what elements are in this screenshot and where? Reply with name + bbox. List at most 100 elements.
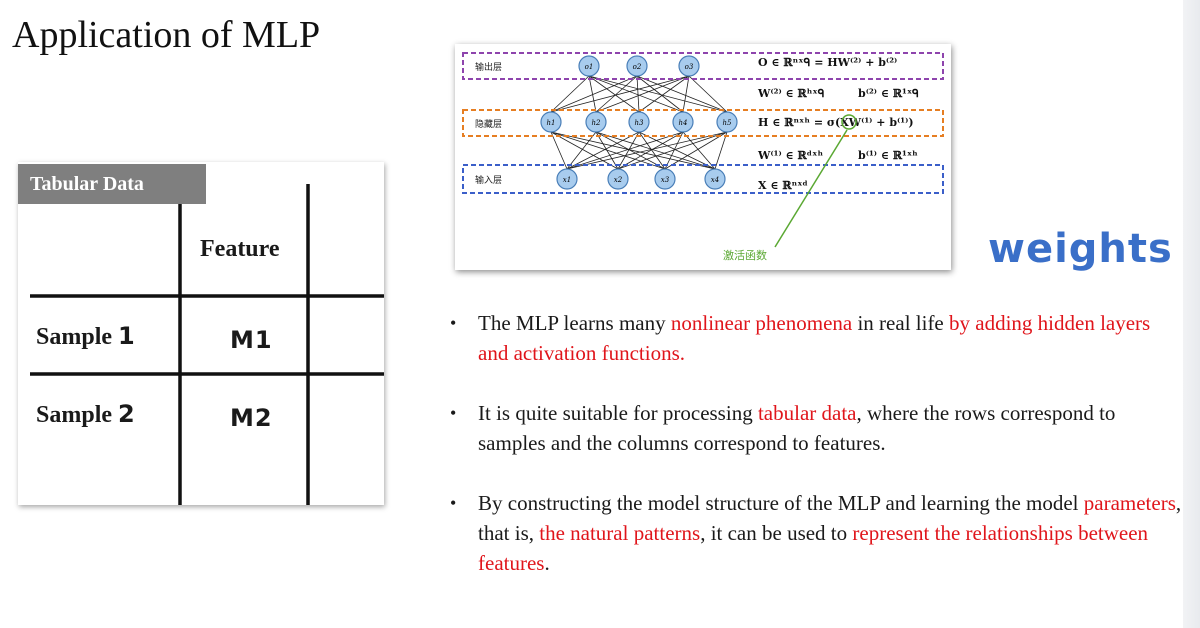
network-node-h4: h4 <box>672 111 694 133</box>
table-row-sample-2: Sample 2 <box>36 400 136 429</box>
node-label: h2 <box>592 119 602 127</box>
bullet-dot: • <box>450 403 457 423</box>
highlighted-text: parameters <box>1083 491 1176 515</box>
bullet-text-segment: It is quite suitable for processing <box>478 401 758 425</box>
network-edge <box>566 131 597 170</box>
network-edge <box>550 75 590 113</box>
table-row-sample-1: Sample 1 <box>36 322 136 351</box>
highlighted-text: the natural patterns <box>539 521 701 545</box>
formula-output: O ∈ ℝⁿˣᑫ = HW⁽²⁾ + b⁽²⁾ <box>758 56 897 69</box>
bullet-text-segment: , where the rows correspond to samples a… <box>478 401 1116 455</box>
network-edge <box>550 131 716 170</box>
bullet-text-segment: The MLP learns many <box>478 311 671 335</box>
network-edge <box>588 75 597 113</box>
cell-value-m1: M1 <box>230 326 273 354</box>
network-edge <box>636 75 684 113</box>
node-circle <box>626 55 648 77</box>
highlighted-text: tabular data <box>757 401 857 425</box>
node-circle <box>607 168 629 190</box>
network-edge <box>638 131 716 170</box>
node-circle <box>704 168 726 190</box>
node-label: h1 <box>547 119 556 127</box>
output-layer-box <box>462 52 944 80</box>
network-node-h5: h5 <box>716 111 738 133</box>
node-circle <box>672 111 694 133</box>
network-edge <box>550 75 690 113</box>
bullet-text-segment: , it can be used to <box>700 521 853 545</box>
network-edge <box>588 75 684 113</box>
network-node-h2: h2 <box>585 111 607 133</box>
cell-value-m2: M2 <box>230 404 273 432</box>
network-edge <box>595 75 690 113</box>
node-circle <box>628 111 650 133</box>
bullet-text-segment: By constructing the model structure of t… <box>478 491 1084 515</box>
highlighted-text: represent the relationships between feat… <box>478 521 1149 575</box>
highlighted-text: nonlinear phenomena <box>670 311 853 335</box>
network-node-h1: h1 <box>540 111 562 133</box>
network-edge <box>688 75 728 113</box>
tabular-data-card: Tabular Data Feature Sample 1 M1 Sample … <box>18 162 384 505</box>
network-edge <box>595 131 716 170</box>
sample-number: 2 <box>118 400 136 428</box>
table-grid-lines <box>30 184 384 505</box>
network-edge <box>566 131 728 170</box>
activation-function-label: 激活函数 <box>723 248 767 262</box>
hidden-layer-box <box>462 109 944 137</box>
slide-title: Application of MLP <box>12 14 321 56</box>
input-layer-label: 输入层 <box>475 174 502 186</box>
node-label: x3 <box>661 176 670 184</box>
network-edge <box>566 131 640 170</box>
network-edge <box>636 75 640 113</box>
bullet-item: • The MLP learns many nonlinear phenomena… <box>450 308 1182 368</box>
output-layer-label: 输出层 <box>475 61 502 73</box>
node-circle <box>556 168 578 190</box>
formula-input: X ∈ ℝⁿˣᵈ <box>758 179 808 192</box>
node-label: x1 <box>563 176 571 184</box>
node-label: h5 <box>723 119 733 127</box>
network-edge <box>664 131 728 170</box>
bullet-text-segment: . <box>544 551 550 575</box>
bullet-text: By constructing the model structure of t… <box>478 491 1181 575</box>
sample-label: Sample <box>36 324 113 350</box>
formula-w1: W⁽¹⁾ ∈ ℝᵈˣʰ <box>757 149 823 162</box>
input-layer-box <box>462 164 944 194</box>
node-label: h3 <box>635 119 645 127</box>
node-circle <box>585 111 607 133</box>
tabular-data-header: Tabular Data <box>18 164 206 204</box>
formula-b1: b⁽¹⁾ ∈ ℝ¹ˣʰ <box>858 149 918 162</box>
bullet-item: • It is quite suitable for processing tab… <box>450 398 1182 458</box>
network-node-o1: o1 <box>578 55 600 77</box>
node-label: o2 <box>633 63 642 71</box>
activation-pointer-arrow <box>774 129 848 248</box>
sample-number: 1 <box>118 322 136 350</box>
weights-label: weights <box>988 226 1173 272</box>
network-edge <box>595 131 619 170</box>
sample-label: Sample <box>36 402 113 428</box>
bullet-text: The MLP learns many nonlinear phenomena … <box>478 311 1150 365</box>
network-edges <box>550 75 728 170</box>
feature-column-header: Feature <box>200 236 280 262</box>
bullet-dot: • <box>450 313 457 333</box>
node-circle <box>654 168 676 190</box>
network-node-o3: o3 <box>678 55 700 77</box>
network-edge <box>682 131 716 170</box>
network-edge <box>550 75 638 113</box>
network-edge <box>682 75 690 113</box>
network-node-x4: x4 <box>704 168 726 190</box>
formula-b2: b⁽²⁾ ∈ ℝ¹ˣᑫ <box>858 87 919 100</box>
right-edge-strip <box>1183 0 1200 628</box>
bullet-dot: • <box>450 493 457 513</box>
bullet-item: • By constructing the model structure of … <box>450 488 1182 578</box>
formula-hidden: H ∈ ℝⁿˣʰ = σ(XW⁽¹⁾ + b⁽¹⁾) <box>758 116 914 129</box>
node-circle <box>540 111 562 133</box>
node-circle <box>716 111 738 133</box>
network-node-o2: o2 <box>626 55 648 77</box>
network-edge <box>588 75 640 113</box>
node-label: o1 <box>585 63 594 71</box>
node-label: h4 <box>679 119 688 127</box>
bullet-text-segment: in real life <box>852 311 950 335</box>
network-edge <box>638 75 690 113</box>
network-edge <box>638 131 666 170</box>
